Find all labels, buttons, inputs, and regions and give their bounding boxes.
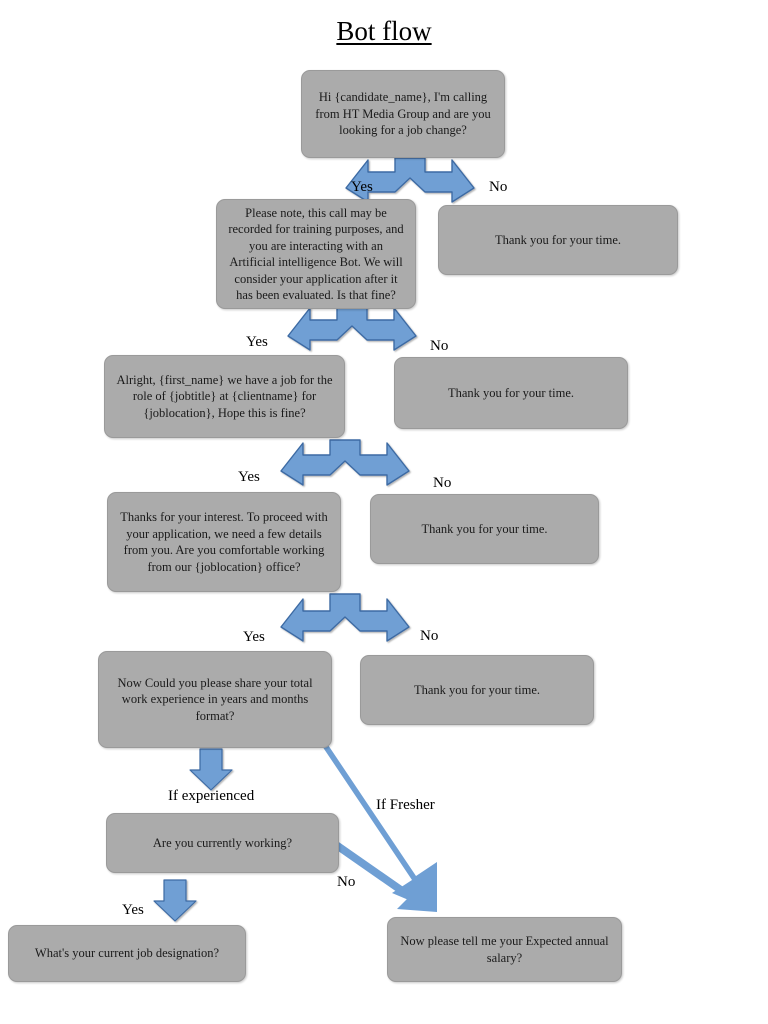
edge-label-no-4: No (420, 628, 439, 644)
node-details-request[interactable]: Thanks for your interest. To proceed wit… (107, 492, 341, 592)
node-job-offer-text: Alright, {first_name} we have a job for … (116, 372, 333, 420)
node-recording-notice-text: Please note, this call may be recorded f… (228, 205, 404, 303)
node-recording-notice[interactable]: Please note, this call may be recorded f… (216, 199, 416, 309)
edge-label-yes-4: Yes (243, 629, 265, 645)
node-job-offer[interactable]: Alright, {first_name} we have a job for … (104, 355, 345, 438)
edge-label-if-fresher: If Fresher (376, 797, 435, 813)
edge-label-yes-5: Yes (122, 902, 144, 918)
edge-label-yes-2: Yes (246, 334, 268, 350)
node-thank-you-2[interactable]: Thank you for your time. (394, 357, 628, 429)
page-title-text: Bot flow (336, 16, 432, 46)
node-currently-working[interactable]: Are you currently working? (106, 813, 339, 873)
page-title: Bot flow (0, 16, 768, 47)
node-work-experience[interactable]: Now Could you please share your total wo… (98, 651, 332, 748)
node-currently-working-text: Are you currently working? (152, 835, 293, 850)
split-arrow-4 (280, 593, 410, 642)
node-thank-you-3[interactable]: Thank you for your time. (370, 494, 599, 564)
node-thank-you-3-text: Thank you for your time. (421, 521, 548, 536)
down-arrow-if-experienced (189, 748, 233, 791)
edge-label-no-5: No (337, 874, 356, 890)
edge-label-no-2: No (430, 338, 449, 354)
node-details-request-text: Thanks for your interest. To proceed wit… (120, 510, 328, 574)
edge-label-no-1: No (489, 179, 508, 195)
split-arrow-3 (280, 439, 410, 486)
split-arrow-2 (287, 304, 417, 351)
node-greeting[interactable]: Hi {candidate_name}, I'm calling from HT… (301, 70, 505, 158)
node-thank-you-1-text: Thank you for your time. (494, 232, 621, 247)
node-expected-salary[interactable]: Now please tell me your Expected annual … (387, 917, 622, 982)
node-thank-you-4[interactable]: Thank you for your time. (360, 655, 594, 725)
edge-label-yes-1: Yes (351, 179, 373, 195)
edge-label-no-3: No (433, 475, 452, 491)
node-work-experience-text: Now Could you please share your total wo… (117, 675, 313, 723)
node-greeting-text: Hi {candidate_name}, I'm calling from HT… (315, 90, 491, 138)
edge-label-yes-3: Yes (238, 469, 260, 485)
node-thank-you-2-text: Thank you for your time. (447, 385, 574, 400)
down-arrow-yes-5 (153, 879, 197, 922)
edge-label-if-experienced: If experienced (168, 788, 255, 804)
node-expected-salary-text: Now please tell me your Expected annual … (400, 934, 609, 965)
node-thank-you-1[interactable]: Thank you for your time. (438, 205, 678, 275)
node-thank-you-4-text: Thank you for your time. (413, 682, 540, 697)
node-job-designation-text: What's your current job designation? (34, 946, 220, 961)
node-job-designation[interactable]: What's your current job designation? (8, 925, 246, 982)
